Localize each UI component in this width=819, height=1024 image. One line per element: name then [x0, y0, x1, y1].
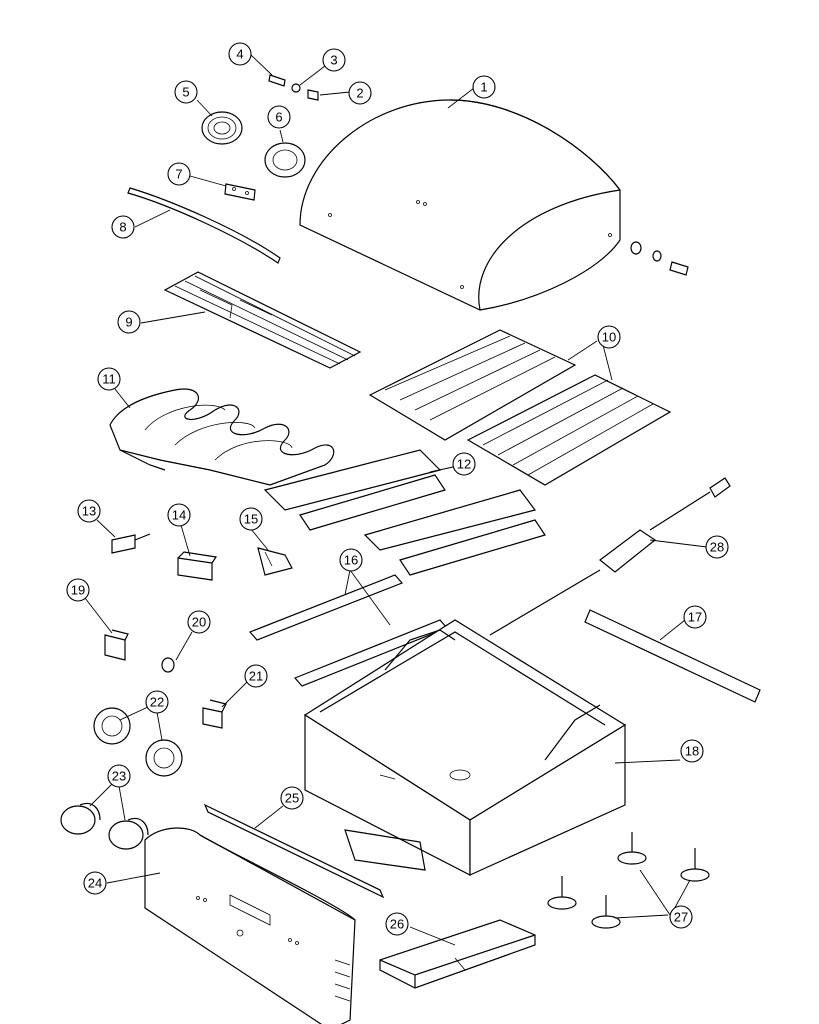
callout-27: 27	[669, 905, 693, 929]
part-bracket	[224, 183, 256, 201]
callout-4-label: 4	[236, 47, 243, 62]
part-support-rails	[248, 574, 449, 687]
part-firebox	[303, 619, 627, 876]
callout-26-label: 26	[390, 917, 404, 932]
part-handle	[127, 187, 281, 264]
callout-3: 3	[322, 48, 346, 72]
callout-28-label: 28	[710, 540, 724, 555]
callout-5-label: 5	[182, 85, 189, 100]
callout-22-label: 22	[150, 695, 164, 710]
callout-2-label: 2	[356, 86, 363, 101]
part-knob-bezels	[93, 707, 183, 777]
hood-hardware	[630, 241, 689, 276]
callout-28: 28	[705, 535, 729, 559]
callout-4: 4	[228, 42, 252, 66]
part-hood	[299, 99, 621, 311]
callout-19: 19	[66, 578, 90, 602]
part-cooking-grates	[368, 329, 672, 486]
part-warming-rack	[163, 271, 362, 369]
callout-17-label: 17	[688, 610, 702, 625]
callout-21-label: 21	[249, 669, 263, 684]
callout-9-label: 9	[125, 315, 132, 330]
callout-8: 8	[111, 215, 135, 239]
part-nut	[161, 657, 175, 673]
part-grease-tray	[379, 919, 536, 989]
callout-3-label: 3	[330, 53, 337, 68]
callout-23-label: 23	[112, 769, 126, 784]
part-flavorizer-bars	[263, 449, 546, 576]
callout-20: 20	[187, 610, 211, 634]
part-switch	[104, 629, 129, 661]
part-feet	[547, 832, 710, 929]
callout-12-label: 12	[457, 457, 471, 472]
leader-lines	[84, 54, 708, 946]
callout-19-label: 19	[71, 583, 85, 598]
callout-10-label: 10	[602, 330, 616, 345]
part-control-module	[177, 551, 218, 581]
callout-6-label: 6	[275, 110, 282, 125]
callout-15: 15	[239, 507, 263, 531]
callout-16: 16	[339, 548, 363, 572]
part-clip	[257, 547, 293, 576]
callout-16-label: 16	[344, 553, 358, 568]
callout-24-label: 24	[88, 876, 102, 891]
part-bezel	[264, 142, 306, 178]
callout-17: 17	[683, 605, 707, 629]
callout-26: 26	[385, 912, 409, 936]
callout-23: 23	[107, 764, 131, 788]
part-heating-element	[109, 388, 335, 486]
callout-22: 22	[145, 690, 169, 714]
callout-6: 6	[267, 105, 291, 129]
callout-13-label: 13	[82, 504, 96, 519]
callout-9: 9	[117, 310, 141, 334]
callout-11: 11	[97, 367, 121, 391]
callout-18-label: 18	[685, 744, 699, 759]
callout-12: 12	[452, 452, 476, 476]
part-hardware-top	[268, 74, 319, 101]
callout-20-label: 20	[192, 615, 206, 630]
callout-24: 24	[83, 871, 107, 895]
callout-27-label: 27	[674, 910, 688, 925]
part-thermometer	[201, 111, 243, 145]
part-switch-2	[202, 699, 227, 729]
part-small-bracket	[111, 533, 151, 554]
part-power-cord	[489, 477, 731, 636]
callout-2: 2	[348, 81, 372, 105]
callout-21: 21	[244, 664, 268, 688]
callout-7: 7	[167, 162, 191, 186]
callout-1: 1	[472, 75, 496, 99]
callout-25-label: 25	[285, 791, 299, 806]
callout-10: 10	[597, 325, 621, 349]
callout-14-label: 14	[172, 508, 186, 523]
callout-7-label: 7	[175, 167, 182, 182]
part-trim-strip	[203, 803, 385, 899]
callout-15-label: 15	[244, 512, 258, 527]
callout-5: 5	[174, 80, 198, 104]
callout-1-label: 1	[480, 80, 487, 95]
callout-11-label: 11	[102, 372, 116, 387]
callout-18: 18	[680, 739, 704, 763]
callout-8-label: 8	[119, 220, 126, 235]
callout-14: 14	[167, 503, 191, 527]
callout-13: 13	[77, 499, 101, 523]
callout-25: 25	[280, 786, 304, 810]
part-control-panel	[144, 827, 356, 1024]
part-side-rail	[584, 609, 761, 703]
part-knobs	[60, 802, 149, 850]
